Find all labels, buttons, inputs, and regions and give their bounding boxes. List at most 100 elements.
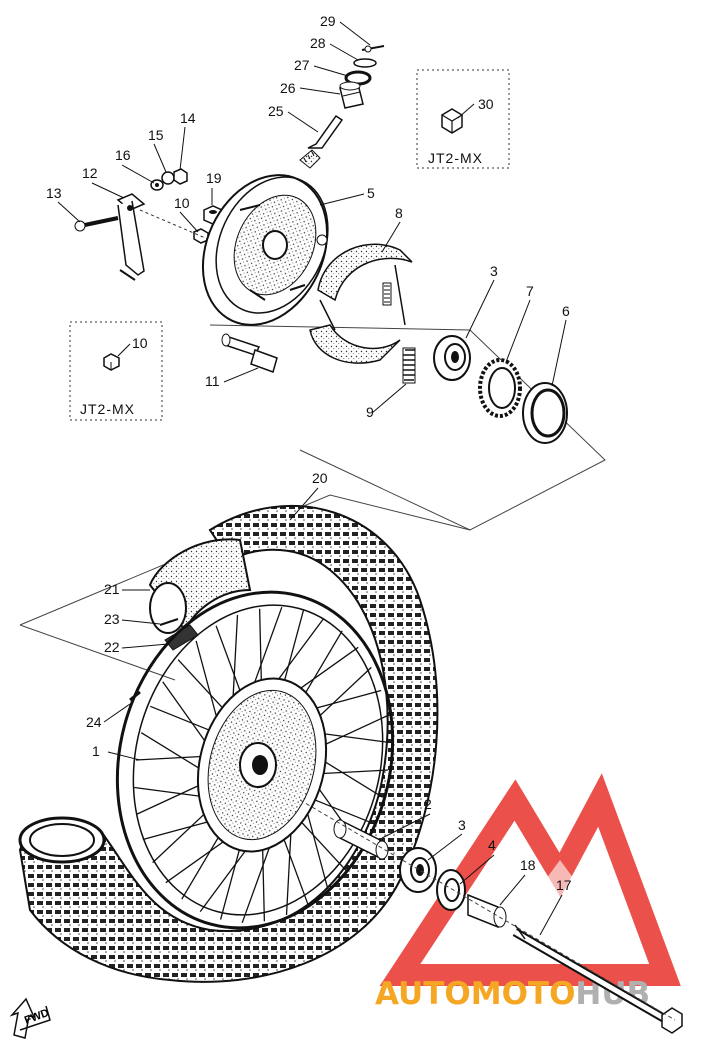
leader-lines [57, 21, 567, 936]
leader-line [313, 65, 349, 77]
part-7-gear-icon [478, 358, 522, 418]
leader-line [179, 126, 186, 171]
brake-assembly-outline [209, 324, 606, 531]
part-18-collar-icon [467, 893, 507, 929]
callout-28: 28 [310, 35, 326, 51]
callout-12: 12 [82, 165, 98, 181]
part-16-washer-icon [150, 179, 164, 191]
leader-line [457, 103, 475, 119]
part-6-oil-seal-icon [522, 382, 568, 444]
callout-11: 11 [205, 373, 220, 389]
callout-23: 23 [104, 611, 120, 627]
leader-line [91, 182, 125, 199]
leader-line [371, 383, 407, 414]
leader-line [381, 221, 401, 253]
leader-line [223, 367, 259, 383]
leader-line [117, 343, 131, 357]
leader-line [121, 619, 161, 625]
callout-3-bottom: 3 [458, 817, 466, 833]
part-11-brake-cam-icon [221, 333, 278, 373]
callout-9: 9 [366, 404, 374, 420]
callout-7: 7 [526, 283, 534, 299]
callout-22: 22 [104, 639, 120, 655]
box-left-label: JT2-MX [80, 401, 135, 417]
brake-cam-lever-group [74, 168, 223, 281]
leader-line [339, 21, 371, 46]
callout-6: 6 [562, 303, 570, 319]
part-17-axle-icon [512, 924, 683, 1034]
part-9-spring-icon [402, 347, 416, 384]
leader-line [505, 299, 531, 363]
part-8-brake-shoes-icon [309, 243, 413, 364]
part-25-gear-shaft-icon [299, 114, 344, 169]
leader-line [179, 211, 199, 233]
leader-line [287, 111, 319, 133]
leader-line [103, 703, 131, 723]
part-20-tire-icon [18, 504, 439, 983]
callout-4: 4 [488, 837, 496, 853]
part-4-oil-seal-icon [436, 869, 466, 911]
leader-line [551, 319, 567, 387]
callout-14: 14 [180, 110, 196, 126]
callout-20: 20 [312, 470, 328, 486]
part-3-bearing-bottom-icon [399, 847, 437, 893]
callout-13: 13 [46, 185, 62, 201]
watermark-text: AUTOMOTOHUB [375, 976, 650, 1012]
callout-18: 18 [520, 857, 536, 873]
callout-15: 15 [148, 127, 164, 143]
leader-line [465, 279, 495, 339]
leader-line [57, 201, 81, 223]
callout-16: 16 [115, 147, 131, 163]
part-23-valve-icon [159, 618, 179, 626]
callout-27: 27 [294, 57, 310, 73]
watermark-logo: AUTOMOTOHUB [375, 773, 681, 1012]
callout-labels: 29 28 27 26 25 30 14 15 16 12 13 19 10 5… [46, 13, 572, 893]
part-29-pin-icon [361, 45, 385, 53]
leader-line [499, 874, 526, 906]
callout-26: 26 [280, 80, 296, 96]
leader-line [459, 854, 495, 885]
callout-10-top: 10 [174, 195, 190, 211]
leader-line [427, 833, 463, 861]
callout-29: 29 [320, 13, 336, 29]
leader-line [381, 813, 431, 839]
wheel-assembly-outline [19, 494, 471, 626]
part-3-bearing-top-icon [433, 335, 471, 381]
watermark-mountain-icon [379, 773, 681, 986]
part-24-spoke-nipple-icon [129, 690, 141, 702]
leader-line [289, 487, 319, 521]
fwd-arrow-icon: FWD [9, 997, 51, 1039]
leader-line [299, 87, 341, 95]
callout-5: 5 [367, 185, 375, 201]
leader-line [319, 193, 365, 206]
callout-30: 30 [478, 96, 494, 112]
part-14-nut-icon [173, 168, 188, 185]
bolt-10-icon [103, 353, 120, 371]
leader-line [153, 143, 167, 173]
box-top-label: JT2-MX [428, 150, 483, 166]
part-12-lever-icon [116, 193, 146, 281]
part-15-washer-icon [161, 171, 175, 185]
variant-box-left: JT2-MX [69, 321, 163, 421]
callout-24: 24 [86, 714, 102, 730]
part-28-washer-icon [353, 58, 377, 68]
callout-1: 1 [92, 743, 100, 759]
speedometer-drive-group [299, 45, 385, 169]
part-1-rim-and-spokes-icon [115, 590, 395, 930]
cap-30-icon [441, 108, 463, 134]
part-13-bolt-icon [74, 216, 119, 232]
variant-box-top: JT2-MX [416, 69, 510, 169]
leader-line [329, 43, 359, 61]
callout-8: 8 [395, 205, 403, 221]
callout-17: 17 [556, 877, 572, 893]
callout-2: 2 [424, 796, 432, 812]
part-5-brake-plate-icon [201, 174, 329, 326]
part-26-bushing-icon [339, 81, 364, 109]
callout-3-top: 3 [490, 263, 498, 279]
callout-21: 21 [104, 581, 120, 597]
leader-line [107, 751, 141, 761]
leader-line [121, 643, 169, 649]
axle-center-line [299, 799, 676, 1021]
